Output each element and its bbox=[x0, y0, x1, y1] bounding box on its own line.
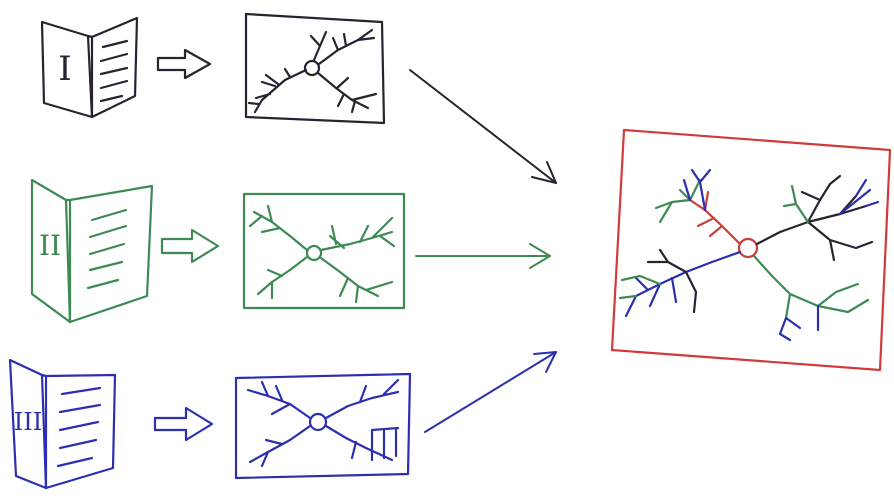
merge-arrow-2 bbox=[415, 243, 551, 269]
book-numeral-3: III bbox=[14, 408, 42, 436]
process-arrow-3 bbox=[153, 406, 214, 442]
merged-branch-black-right bbox=[755, 174, 874, 262]
merged-branch-green-left bbox=[654, 178, 702, 224]
merged-tree-panel bbox=[610, 128, 892, 372]
merged-frame bbox=[610, 128, 892, 372]
merged-branch-blue-lower-right bbox=[778, 304, 820, 342]
book-icon-3: III bbox=[8, 358, 117, 490]
book-icon-1: I bbox=[40, 16, 139, 119]
book-numeral-2: II bbox=[39, 229, 61, 262]
process-arrow-2 bbox=[160, 228, 220, 264]
merged-branch-green-lower-left bbox=[618, 274, 662, 300]
merged-branch-green-lower-right bbox=[752, 254, 870, 320]
merged-branch-blue-top bbox=[682, 168, 712, 212]
merged-branch-blue-right bbox=[838, 178, 880, 216]
tree-panel-3 bbox=[234, 372, 412, 480]
merged-branch-black-left bbox=[646, 248, 698, 314]
tree-hub-1 bbox=[303, 59, 321, 77]
process-arrow-1 bbox=[156, 48, 212, 80]
row-2: II bbox=[30, 178, 406, 324]
merge-arrow-1 bbox=[409, 69, 557, 184]
book-numeral-1: I bbox=[58, 49, 71, 89]
merge-arrow-3 bbox=[424, 351, 557, 433]
row-1: I bbox=[40, 12, 386, 125]
tree-hub-2 bbox=[305, 244, 323, 262]
merged-branch-blue-left bbox=[624, 250, 742, 318]
tree-panel-2 bbox=[242, 192, 406, 310]
tree-hub-3 bbox=[308, 412, 328, 432]
merged-hub bbox=[737, 237, 759, 259]
tree-panel-1 bbox=[244, 12, 386, 125]
book-icon-2: II bbox=[30, 178, 154, 324]
row-3: III bbox=[8, 358, 412, 490]
merged-branch-green-right bbox=[782, 184, 810, 224]
merged-branch-red bbox=[688, 190, 742, 246]
